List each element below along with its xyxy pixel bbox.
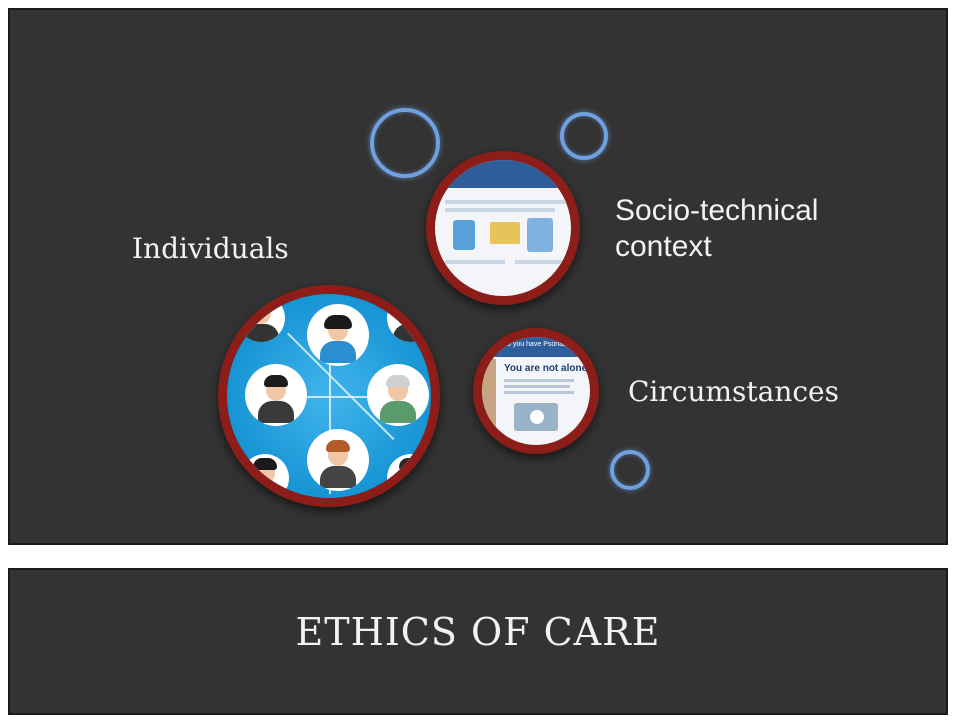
individuals-image	[218, 285, 440, 507]
footer-title: ETHICS OF CARE	[295, 610, 661, 654]
label-sociotechnical-context: Socio-technical context	[615, 194, 819, 263]
avatar-person	[387, 294, 431, 342]
ring-decoration-large	[370, 108, 440, 178]
slide-canvas: Do you have Psoriasis too? You are not a…	[8, 8, 948, 545]
avatar-person	[367, 364, 429, 426]
circumstances-image: Do you have Psoriasis too? You are not a…	[473, 328, 599, 454]
sociotechnical-image	[426, 151, 580, 305]
ring-decoration-small	[560, 112, 608, 160]
circumstances-heading-text: You are not alone.	[504, 363, 590, 374]
avatar-person	[307, 429, 369, 491]
avatar-person	[307, 304, 369, 366]
label-circumstances: Circumstances	[628, 375, 839, 408]
footer-band: ETHICS OF CARE	[8, 568, 948, 715]
avatar-person	[237, 294, 285, 342]
avatar-person	[387, 454, 431, 498]
avatar-person	[245, 364, 307, 426]
avatar-person	[241, 454, 289, 498]
label-individuals: Individuals	[132, 232, 289, 265]
circumstances-banner-text: Do you have Psoriasis too?	[502, 341, 588, 348]
ring-decoration-bottom	[610, 450, 650, 490]
